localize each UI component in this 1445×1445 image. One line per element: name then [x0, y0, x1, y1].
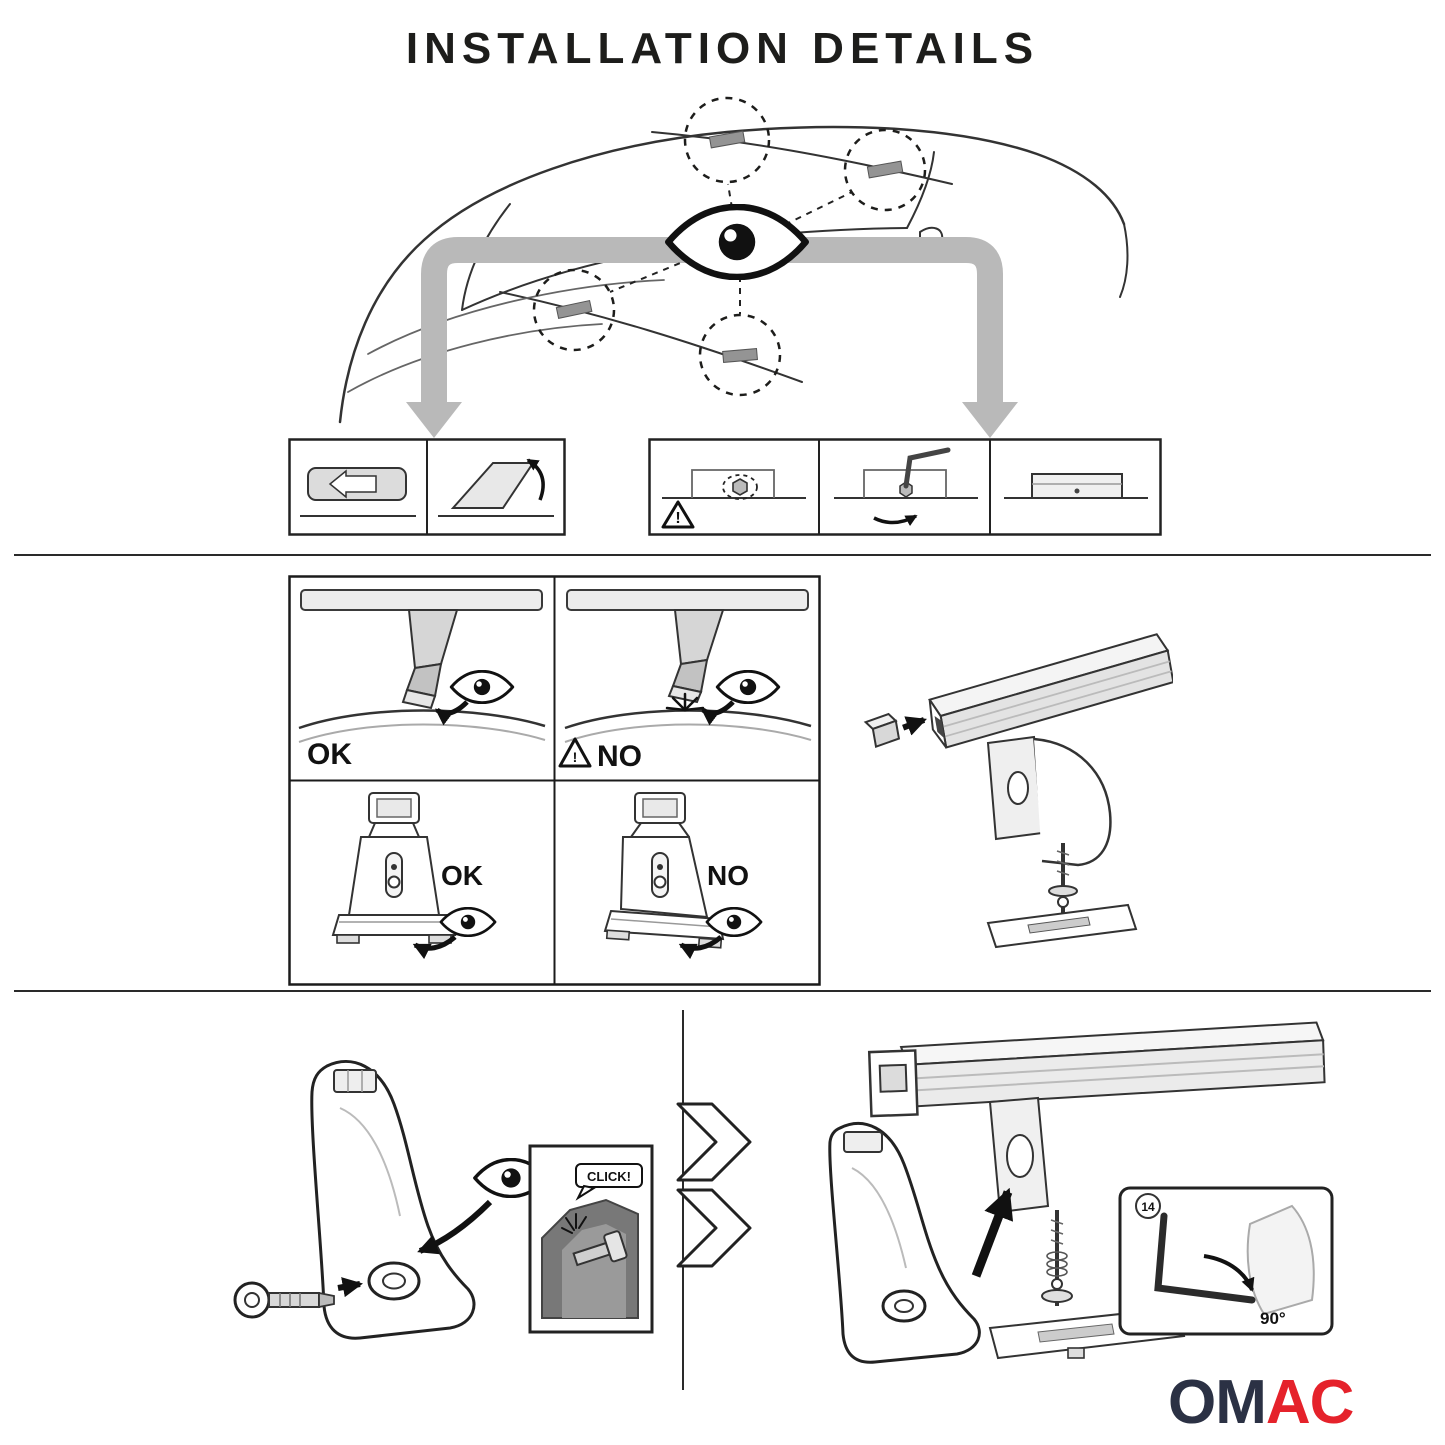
inspection-path-arrow: [406, 237, 1018, 438]
correct-mount-grid: OK ! NO: [288, 575, 821, 986]
logo-right: AC: [1265, 1368, 1355, 1437]
bar-channel: [934, 716, 945, 739]
foot-side-view: [828, 1122, 981, 1364]
fit-up-arrow: [971, 1187, 1014, 1278]
panel-cover-back: [1004, 473, 1148, 499]
fixpoint-markers: [555, 130, 904, 364]
label-ok: OK: [307, 738, 352, 771]
lock-install-illustration: CLICK!: [233, 1060, 654, 1340]
warning-mark: !: [675, 510, 680, 527]
hexkey-detail-box: 14 90°: [1118, 1186, 1334, 1336]
divider-top: [14, 554, 1431, 556]
angle-label: 90°: [1260, 1309, 1286, 1328]
eye-icon: [668, 207, 805, 277]
chevron-right-icon: [676, 1188, 752, 1268]
lock-cylinder-key: [233, 1281, 335, 1319]
brand-logo: OMAC: [1168, 1372, 1354, 1434]
turn-arrow: [1203, 1254, 1255, 1292]
tighten-illustration: 14 90°: [828, 1021, 1334, 1364]
panel-hexkey-turn: [834, 447, 978, 527]
hex-key-icon: [1154, 1212, 1256, 1304]
look-arrow: [412, 935, 457, 960]
label-ok: OK: [441, 860, 483, 891]
divider-vertical: [682, 1010, 684, 1390]
warning-triangle-icon: [558, 737, 592, 768]
crossbar: [867, 1021, 1326, 1118]
gray-arrowhead-right: [962, 402, 1018, 438]
page-title: INSTALLATION DETAILS: [405, 24, 1040, 73]
divider-bottom: [14, 990, 1431, 992]
lift-arrow: [526, 458, 545, 501]
insert-arrow: [902, 716, 927, 736]
panel-cover-open: [438, 458, 554, 517]
fixpoint-bolt-detail: !: [648, 438, 1162, 536]
cell-foot-ok: OK: [331, 792, 497, 960]
click-label: CLICK!: [587, 1169, 631, 1184]
click-bubble: [575, 1163, 643, 1188]
look-arrow: [417, 1199, 493, 1255]
foot-assembly: [986, 735, 1138, 949]
label-no: NO: [707, 860, 749, 891]
arrow-cutout-icon: [328, 469, 377, 499]
crossbar-end: [863, 633, 1173, 749]
hex-key-icon: [903, 447, 951, 489]
car-overview-illustration: [338, 96, 1129, 438]
logo-left: OM: [1168, 1368, 1267, 1437]
foot-side-view: [310, 1060, 476, 1340]
tool-size-label: 14: [1141, 1200, 1155, 1214]
gap-starburst: [665, 692, 705, 712]
turn-arrow: [873, 514, 918, 527]
wing-nut: [1041, 1289, 1073, 1303]
fixpoint-cover-detail: [288, 438, 566, 536]
next-step-chevron: [676, 1102, 752, 1268]
chevron-right-icon: [676, 1102, 752, 1182]
look-arrow: [700, 700, 735, 726]
fixpoint-circles: [532, 96, 927, 397]
warning-mark: !: [573, 749, 578, 765]
bracket-and-bolt: [971, 1096, 1186, 1360]
look-arrow: [434, 700, 469, 726]
nut-icon: [732, 478, 748, 496]
cell-bracket-no: ! NO: [558, 589, 812, 773]
click-detail-box: CLICK!: [528, 1144, 654, 1334]
panel-cover-closed: [300, 467, 416, 517]
t-bolt-icon: [572, 1230, 628, 1267]
label-no: NO: [597, 740, 642, 773]
part-number-badge: [1135, 1193, 1161, 1219]
gray-arrowhead-left: [406, 402, 462, 438]
panel-nut-location: !: [661, 469, 806, 529]
click-spark: [561, 1213, 587, 1234]
look-arrow: [678, 935, 723, 960]
foot-hint: [1246, 1204, 1315, 1316]
bar-endcap-illustration: [863, 633, 1173, 949]
insert-key-arrow: [337, 1277, 364, 1298]
rubber-pad: [863, 712, 901, 749]
warning-triangle-icon: [661, 500, 695, 529]
cell-bracket-ok: OK: [298, 589, 546, 771]
cell-foot-no: NO: [603, 792, 763, 960]
